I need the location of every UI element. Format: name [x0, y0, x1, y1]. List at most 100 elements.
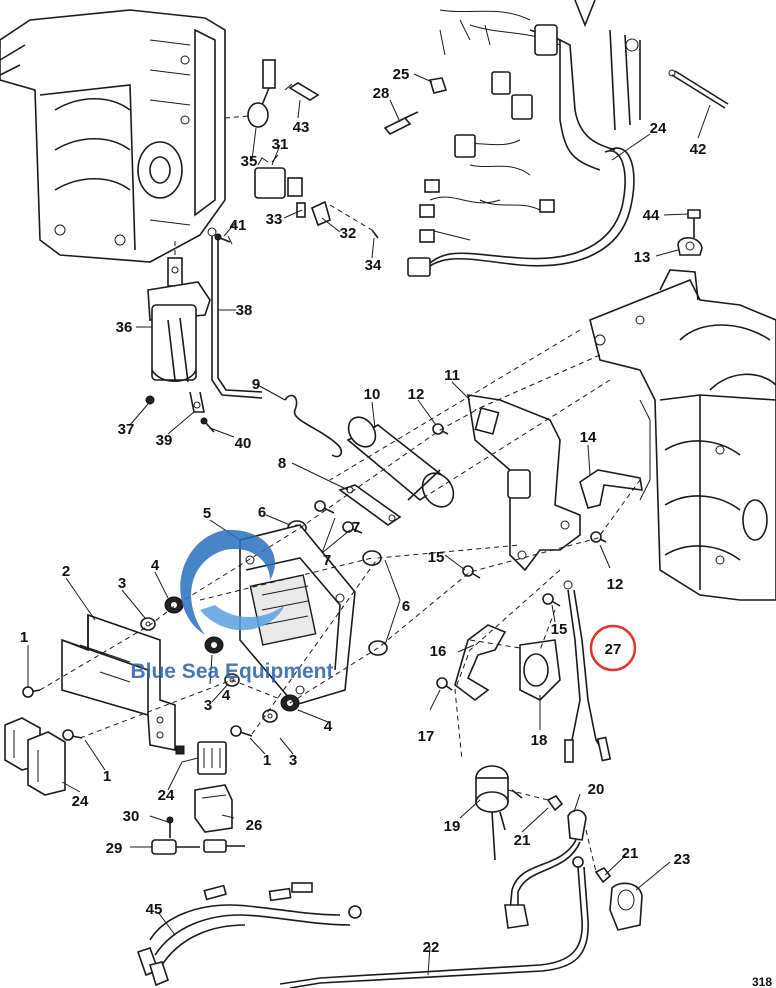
label-7-b: 7 [352, 519, 360, 536]
label-45: 45 [146, 901, 163, 918]
bolt-17 [436, 677, 453, 691]
clamp-13 [677, 237, 703, 256]
label-33: 33 [266, 211, 283, 228]
label-37: 37 [118, 421, 135, 438]
powerhead-block-right [589, 269, 776, 601]
label-25: 25 [393, 66, 410, 83]
watermark-swirl-icon [180, 529, 275, 635]
label-1-c: 1 [263, 752, 271, 769]
label-4-c: 4 [324, 718, 333, 735]
label-6-a: 6 [258, 504, 266, 521]
label-32: 32 [340, 225, 357, 242]
label-4-a: 4 [151, 557, 160, 574]
label-13: 13 [634, 249, 651, 266]
bolt-44 [687, 209, 701, 238]
bolts-15 [462, 565, 561, 607]
label-36: 36 [116, 319, 133, 336]
bolts-7 [314, 500, 363, 534]
boot-18 [519, 639, 561, 701]
starter-motor [147, 240, 211, 383]
label-15-a: 15 [428, 549, 445, 566]
connector-24-center [175, 741, 227, 775]
label-12-a: 12 [408, 386, 425, 403]
label-5: 5 [203, 505, 211, 522]
label-16: 16 [430, 643, 447, 660]
bolts-12 [432, 423, 607, 543]
label-28: 28 [373, 85, 390, 102]
label-3-b: 3 [204, 697, 212, 714]
assembly-lines [39, 329, 641, 873]
label-3-a: 3 [118, 575, 126, 592]
label-42: 42 [690, 141, 707, 158]
label-24-a: 24 [650, 120, 667, 137]
watermark-text: Blue Sea Equipment [130, 660, 333, 683]
label-2: 2 [62, 563, 70, 580]
strap-8 [338, 484, 402, 526]
label-43: 43 [293, 119, 310, 136]
label-7-a: 7 [323, 552, 331, 569]
boot-23 [609, 882, 643, 931]
label-1-b: 1 [103, 768, 111, 785]
clip-39 [189, 391, 205, 413]
label-22: 22 [423, 939, 440, 956]
figure-code: 318 [752, 975, 772, 988]
tie-strap-42 [668, 69, 729, 109]
spark-plug-and-caps [224, 59, 320, 128]
label-34: 34 [365, 257, 382, 274]
label-39: 39 [156, 432, 173, 449]
label-19: 19 [444, 818, 461, 835]
label-4-b: 4 [222, 687, 231, 704]
label-8: 8 [278, 455, 286, 472]
label-15-b: 15 [551, 621, 568, 638]
clip-25 [428, 77, 448, 94]
screw-41 [214, 233, 231, 243]
grommets-4 [164, 596, 300, 712]
harness-27 [563, 580, 612, 763]
label-1-a: 1 [20, 629, 28, 646]
callout-ring [589, 624, 637, 672]
bracket-11 [467, 394, 581, 572]
label-10: 10 [364, 386, 381, 403]
watermark-logo: Blue Sea Equipment [130, 529, 334, 683]
label-12-b: 12 [607, 576, 624, 593]
connectors-24-left [4, 717, 66, 796]
bolt-37 [145, 395, 155, 405]
label-30: 30 [123, 808, 140, 825]
label-23: 23 [674, 851, 691, 868]
label-9: 9 [252, 376, 260, 393]
label-6-b: 6 [402, 598, 410, 615]
mounting-bracket-2 [61, 613, 176, 751]
solenoid-19 [475, 765, 523, 861]
label-35: 35 [241, 153, 258, 170]
cylinder-block-upper-left [0, 9, 226, 263]
label-14: 14 [580, 429, 597, 446]
label-21-b: 21 [622, 845, 639, 862]
connector-26 [194, 784, 233, 833]
bracket-16 [454, 624, 507, 702]
label-41: 41 [230, 217, 247, 234]
label-31: 31 [272, 136, 289, 153]
cable-20 [504, 809, 587, 929]
capacitor-10 [346, 416, 455, 508]
label-21-a: 21 [514, 832, 531, 849]
clip-28 [383, 111, 419, 135]
ground-lead-38 [207, 227, 263, 399]
watermark-wave-icon [200, 605, 285, 631]
harness-45 [136, 882, 362, 987]
label-24-b: 24 [72, 793, 89, 810]
battery-cable-22 [279, 856, 589, 988]
bracket-14 [579, 469, 643, 509]
part-number-labels: 1 1 1 2 3 3 3 4 4 4 5 6 6 7 7 8 9 10 11 … [20, 66, 707, 956]
label-29: 29 [106, 840, 123, 857]
label-20: 20 [588, 781, 605, 798]
label-40: 40 [235, 435, 252, 452]
label-17: 17 [418, 728, 435, 745]
link-rod-9 [284, 394, 343, 458]
label-3-c: 3 [289, 752, 297, 769]
label-11: 11 [444, 367, 460, 384]
sensor-29 [151, 839, 245, 855]
label-18: 18 [531, 732, 548, 749]
nuts-21 [546, 794, 612, 884]
label-38: 38 [236, 302, 253, 319]
